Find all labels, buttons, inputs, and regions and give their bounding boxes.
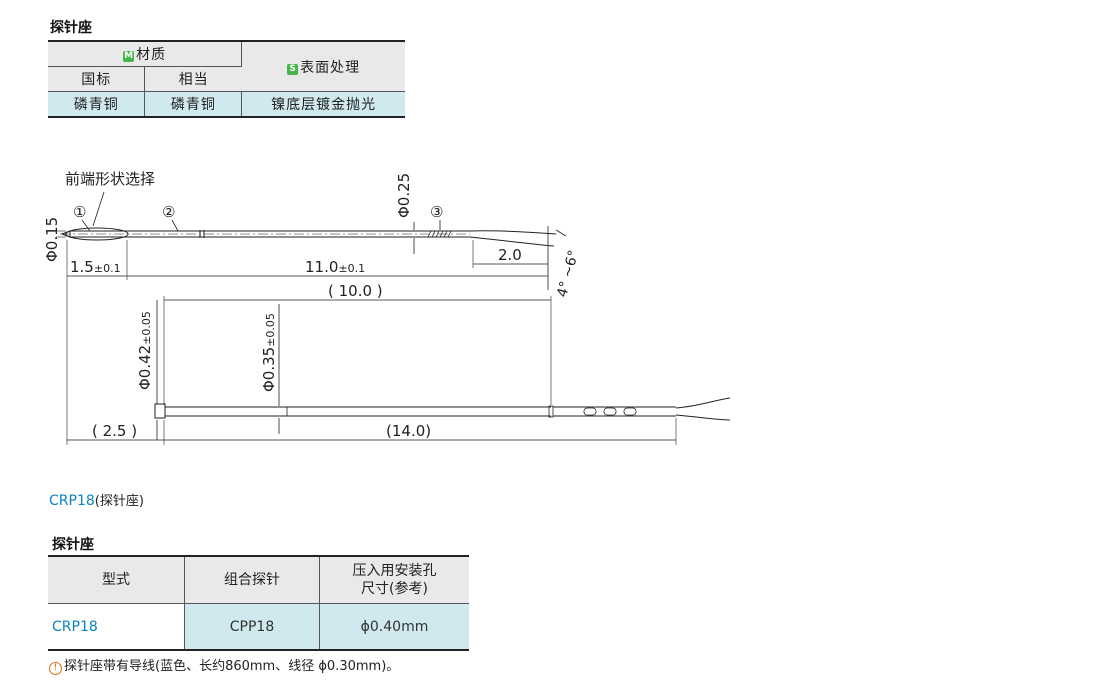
product-table: 型式 组合探针 压入用安装孔 尺寸(参考) CRP18 CPP18 ϕ0.40m…: [48, 555, 469, 651]
hole-header-line2: 尺寸(参考): [361, 581, 428, 597]
dim-ref-len: ( 10.0 ): [328, 282, 383, 300]
standard-header: 国标: [48, 66, 146, 92]
standard-value: 磷青铜: [48, 91, 146, 117]
surface-value: 镍底层镀金抛光: [241, 91, 405, 117]
dim-wire-dia: Φ0.25: [395, 173, 413, 218]
callout-1: ①: [73, 203, 86, 221]
dim-inner-dia: Φ0.35±0.05: [260, 313, 278, 392]
row-probe: CPP18: [184, 603, 320, 650]
socket-head: [154, 403, 166, 419]
callout-3: ③: [430, 203, 443, 221]
material-section-title: 探针座: [50, 20, 92, 36]
crp-name: (探针座): [94, 494, 144, 509]
material-badge-icon: M: [123, 51, 135, 62]
row-hole: ϕ0.40mm: [319, 603, 469, 650]
crp-code: CRP18: [49, 493, 95, 509]
probe-header: 组合探针: [184, 556, 320, 604]
note-icon: !: [49, 662, 62, 675]
dim-body-len: (14.0): [386, 422, 431, 440]
probe-knurl: [427, 230, 452, 238]
wire-bottom: [675, 414, 731, 421]
technical-drawing: 前端形状选择 ① ② ③ Φ0.15 Φ0.25 1.5±0.1 11.0±0.…: [43, 170, 731, 445]
material-header: 材质: [136, 47, 167, 63]
crimp-slot-3: [623, 407, 637, 416]
angle-line: [555, 229, 567, 237]
product-section-title: 探针座: [52, 537, 94, 553]
crimp-slot-1: [583, 407, 597, 416]
hole-header: 压入用安装孔 尺寸(参考): [319, 556, 469, 604]
crp-title: CRP18(探针座): [49, 490, 144, 509]
dim-tip-dia: Φ0.15: [43, 217, 61, 262]
crimp-slot-2: [603, 407, 617, 416]
wire-top: [675, 397, 731, 409]
row-model: CRP18: [48, 603, 185, 650]
front-shape-leader: [92, 191, 105, 227]
socket-ring: [548, 405, 554, 418]
callout-2: ②: [162, 203, 175, 221]
surface-badge-icon: S: [287, 63, 299, 75]
equivalent-header: 相当: [144, 66, 242, 92]
equivalent-value: 磷青铜: [144, 91, 243, 117]
dim-len: 11.0±0.1: [305, 258, 365, 276]
front-shape-label: 前端形状选择: [65, 170, 155, 188]
dim-body-dia: Φ0.42±0.05: [136, 311, 154, 390]
dim-tip-len: 1.5±0.1: [70, 258, 121, 276]
dim-angle: 4° ~6°: [554, 249, 582, 300]
dim-head-len: ( 2.5 ): [92, 422, 137, 440]
model-header: 型式: [48, 556, 185, 604]
callout-2-leader: [171, 219, 179, 232]
note-text: 探针座带有导线(蓝色、长约860mm、线径 ϕ0.30mm)。: [64, 659, 400, 674]
note: !探针座带有导线(蓝色、长约860mm、线径 ϕ0.30mm)。: [49, 655, 399, 675]
bent-end-top: [469, 230, 557, 235]
dim-end: 2.0: [498, 246, 522, 264]
surface-header: 表面处理: [300, 59, 361, 76]
callout-1-leader: [81, 219, 91, 232]
hole-header-line1: 压入用安装孔: [352, 563, 437, 579]
bent-end-bottom: [469, 236, 555, 247]
